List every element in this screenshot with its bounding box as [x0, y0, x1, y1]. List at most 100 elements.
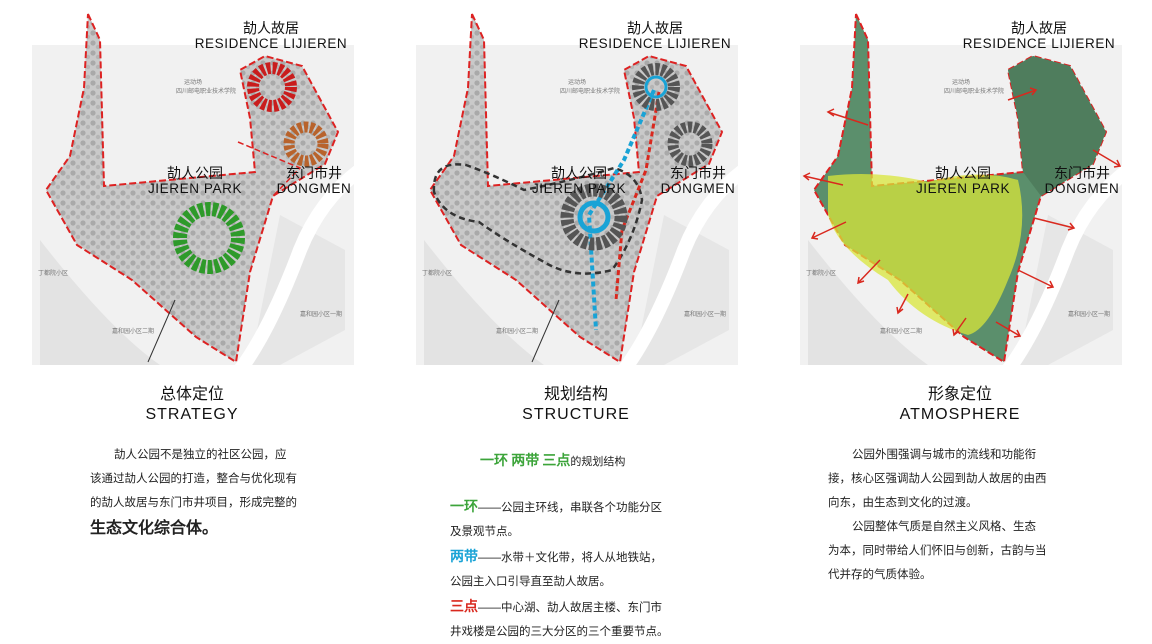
park-label: 劼人公园 JIEREN PARK [903, 165, 1023, 197]
item-line: 公园主入口引导直至劼人故居。 [450, 576, 611, 588]
heading-belts: 两带 [511, 452, 540, 468]
text-line: 代并存的气质体验。 [828, 569, 932, 581]
residence-label: 劼人故居 RESIDENCE LIJIEREN [954, 20, 1124, 52]
map-label-east: 嘉和园小区一期 [300, 312, 343, 318]
emphasis-text: 生态文化综合体。 [90, 520, 219, 537]
item-line: ——中心湖、劼人故居主楼、东门市 [478, 602, 662, 614]
core-zone [828, 174, 1023, 335]
structure-items: 一环——公园主环线，串联各个功能分区 及景观节点。 两带——水带＋文化带，将人从… [450, 494, 750, 644]
dongmen-en: DONGMEN [1044, 181, 1120, 197]
dongmen-cn: 东门市井 [670, 165, 726, 181]
dongmen-en: DONGMEN [276, 181, 352, 197]
panel-title: 规划结构 STRUCTURE [384, 380, 768, 424]
title-cn: 总体定位 [159, 386, 224, 403]
structure-panel: 运动场 四川邮电职业技术学院 丁都院小区 嘉和园小区二期 嘉和园小区一期 劼人故… [384, 0, 768, 640]
item-key: 两带 [450, 548, 478, 564]
residence-en: RESIDENCE LIJIEREN [194, 36, 348, 52]
residence-node [632, 63, 680, 111]
title-en: ATMOSPHERE [899, 406, 1021, 423]
park-en: JIEREN PARK [147, 181, 243, 197]
park-label: 劼人公园 JIEREN PARK [135, 165, 255, 197]
item-belts: 两带——水带＋文化带，将人从地铁站， [450, 544, 750, 570]
residence-en: RESIDENCE LIJIEREN [962, 36, 1116, 52]
map-label-top: 运动场 [568, 80, 587, 86]
residence-label: 劼人故居 RESIDENCE LIJIEREN [186, 20, 356, 52]
map-label-west: 丁都院小区 [422, 271, 453, 277]
item-key: 一环 [450, 498, 478, 514]
structure-heading: 一环 两带 三点的规划结构 [480, 448, 710, 474]
strategy-text: 劼人公园不是独立的社区公园，应 该通过劼人公园的打造，整合与优化现有 的劼人故居… [90, 443, 320, 541]
residence-en: RESIDENCE LIJIEREN [578, 36, 732, 52]
site-plan-map [32, 13, 365, 375]
site-plan-map [800, 13, 1133, 375]
text-line: 向东，由生态到文化的过渡。 [828, 497, 978, 509]
item-line: ——公园主环线，串联各个功能分区 [478, 502, 662, 514]
residence-node [247, 62, 297, 112]
text-line: 接，核心区强调劼人公园到劼人故居的由西 [828, 473, 1047, 485]
heading-points: 三点 [542, 452, 571, 468]
road [234, 164, 365, 375]
title-en: STRUCTURE [522, 406, 630, 423]
text-line: 为本，同时带给人们怀旧与创新，古韵与当 [828, 545, 1047, 557]
park-en: JIEREN PARK [915, 181, 1011, 197]
text-line: 的劼人故居与东门市井项目，形成完整的 [90, 497, 297, 509]
map-label-school: 四川邮电职业技术学院 [944, 89, 1005, 95]
dongmen-en: DONGMEN [660, 181, 736, 197]
residence-cn: 劼人故居 [627, 20, 683, 36]
item-line: 及景观节点。 [450, 526, 519, 538]
residence-cn: 劼人故居 [243, 20, 299, 36]
site-plan-map [416, 13, 749, 375]
dongmen-label: 东门市井 DONGMEN [1032, 165, 1132, 197]
map-label-west: 丁都院小区 [38, 271, 69, 277]
dongmen-cn: 东门市井 [286, 165, 342, 181]
item-line: ——水带＋文化带，将人从地铁站， [478, 552, 662, 564]
road [618, 164, 749, 375]
map-label-top: 运动场 [184, 80, 203, 86]
map-label-south: 嘉和园小区二期 [112, 329, 155, 335]
map-label-school: 四川邮电职业技术学院 [176, 89, 237, 95]
park-cn: 劼人公园 [551, 165, 607, 181]
map-label-south: 嘉和园小区二期 [880, 329, 923, 335]
dongmen-label: 东门市井 DONGMEN [648, 165, 748, 197]
road [1002, 164, 1133, 375]
park-cn: 劼人公园 [935, 165, 991, 181]
map-label-top: 运动场 [952, 80, 971, 86]
item-points: 三点——中心湖、劼人故居主楼、东门市 [450, 594, 750, 620]
title-cn: 规划结构 [543, 386, 608, 403]
west-block [40, 240, 160, 365]
heading-loop: 一环 [480, 452, 508, 468]
park-cn: 劼人公园 [167, 165, 223, 181]
panel-title: 总体定位 STRATEGY [0, 380, 384, 424]
text-line: 劼人公园不是独立的社区公园，应 [114, 449, 287, 461]
heading-suffix: 的规划结构 [570, 456, 626, 468]
culture-belt [614, 91, 661, 301]
atmosphere-panel: 运动场 四川邮电职业技术学院 丁都院小区 嘉和园小区二期 嘉和园小区一期 劼人故… [768, 0, 1152, 640]
text-line: 公园外围强调与城市的流线和功能衔 [852, 449, 1036, 461]
title-cn: 形象定位 [927, 386, 992, 403]
dongmen-cn: 东门市井 [1054, 165, 1110, 181]
zone-divider [237, 141, 302, 197]
text-line: 公园整体气质是自然主义风格、生态 [852, 521, 1036, 533]
dongmen-label: 东门市井 DONGMEN [264, 165, 364, 197]
map-label-west: 丁都院小区 [806, 271, 837, 277]
title-en: STRATEGY [145, 406, 239, 423]
residence-cn: 劼人故居 [1011, 20, 1067, 36]
map-label-south: 嘉和园小区二期 [496, 329, 539, 335]
map-label-east: 嘉和园小区一期 [1068, 312, 1111, 318]
park-label: 劼人公园 JIEREN PARK [519, 165, 639, 197]
map-label-east: 嘉和园小区一期 [684, 312, 727, 318]
west-block [808, 240, 928, 365]
atmosphere-text: 公园外围强调与城市的流线和功能衔 接，核心区强调劼人公园到劼人故居的由西 向东，… [828, 443, 1078, 587]
dongmen-node [283, 121, 329, 167]
lake-node [173, 202, 245, 274]
west-block [424, 240, 544, 365]
park-en: JIEREN PARK [531, 181, 627, 197]
item-key: 三点 [450, 598, 478, 614]
item-loop: 一环——公园主环线，串联各个功能分区 [450, 494, 750, 520]
outward-arrows [802, 87, 1122, 338]
main-loop [432, 163, 644, 275]
leader-line [531, 299, 560, 363]
leader-line [147, 299, 176, 363]
map-label-school: 四川邮电职业技术学院 [560, 89, 621, 95]
text-line: 该通过劼人公园的打造，整合与优化现有 [90, 473, 297, 485]
